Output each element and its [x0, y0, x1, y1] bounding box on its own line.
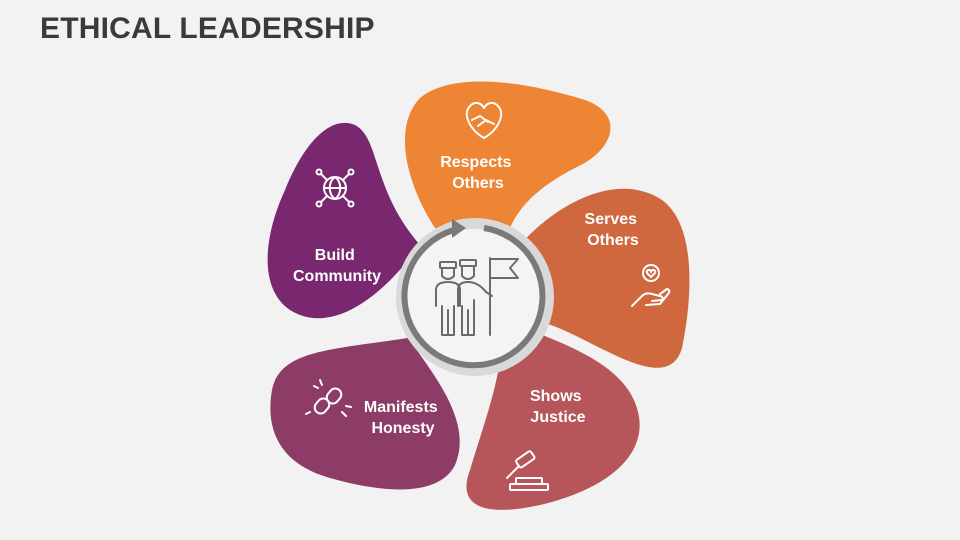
- hub-arrow-head: [452, 219, 466, 238]
- serves-others-line2: Others: [587, 232, 639, 249]
- petal-respects-others: [404, 81, 611, 228]
- petal-serves-others: [520, 188, 690, 368]
- gavel-icon: [506, 450, 549, 491]
- svg-text:Manifests Honesty: Manifests Honesty: [364, 399, 442, 437]
- shows-justice-line1: Shows: [530, 388, 582, 405]
- svg-text:Shows Justice: Shows Justice: [530, 388, 586, 426]
- network-globe-icon: [315, 168, 355, 208]
- hand-heart-icon: [631, 264, 671, 307]
- petal-shows-justice: [466, 332, 640, 510]
- petal-build-community: [267, 122, 420, 319]
- svg-text:Serves Others: Serves Others: [585, 211, 642, 249]
- respects-others-line1: Respects: [440, 154, 511, 171]
- shows-justice-line2: Justice: [530, 409, 585, 426]
- manifests-honesty-line1: Manifests: [364, 399, 438, 416]
- broken-chain-icon: [305, 379, 352, 417]
- handshake-heart-icon: [465, 101, 503, 139]
- respects-others-line2: Others: [452, 175, 504, 192]
- svg-text:Build Community: Build Community: [293, 247, 381, 285]
- svg-text:Respects Others: Respects Others: [440, 154, 516, 192]
- hub-cycle-ring: [401, 225, 546, 369]
- page-title: ETHICAL LEADERSHIP: [40, 12, 375, 45]
- build-community-line1: Build: [315, 247, 355, 264]
- serves-others-line1: Serves: [585, 211, 638, 228]
- petal-manifests-honesty: [270, 338, 460, 490]
- leaders-with-flag-icon: [435, 257, 519, 336]
- build-community-line2: Community: [293, 268, 381, 285]
- manifests-honesty-line2: Honesty: [371, 420, 434, 437]
